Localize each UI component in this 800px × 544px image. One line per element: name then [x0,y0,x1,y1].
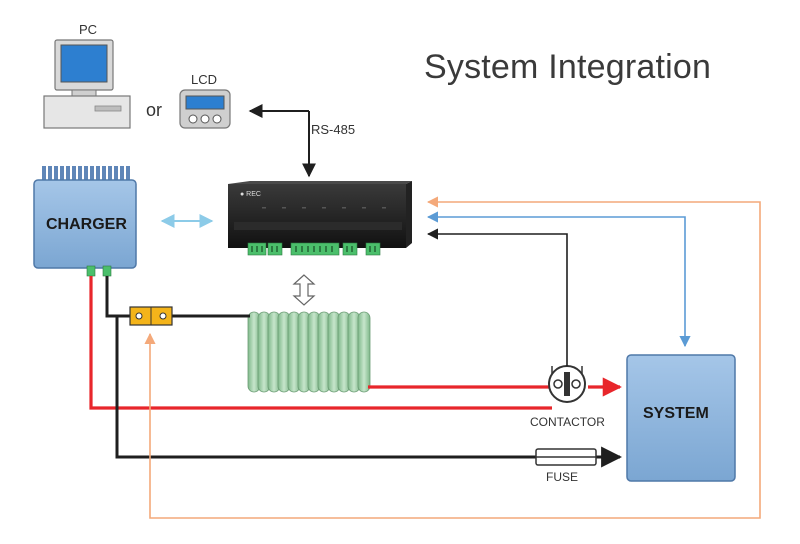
current-sense-line [144,196,761,519]
contactor-label: CONTACTOR [530,415,605,429]
contactor-control-line [426,228,568,366]
bms-pack-arrow [292,274,316,306]
pc-label: PC [79,22,98,37]
red-positive-wires [89,276,622,410]
pc-icon [43,39,131,129]
charger-label: CHARGER [46,216,127,233]
system-label: SYSTEM [643,405,709,422]
bms-brand: ● REC [240,191,261,198]
bms-unit-icon: ● REC [228,181,412,256]
battery-pack [247,311,371,393]
lcd-icon [179,89,231,129]
system-signal-line [426,211,691,348]
rs485-link [248,104,316,178]
fuse-label: FUSE [546,470,579,484]
shunt-icon [129,306,173,326]
fuse-icon [535,448,597,466]
charger-box [33,166,137,277]
page-title: System Integration [424,48,712,86]
lcd-label: LCD [191,72,218,87]
contactor-icon [548,365,586,403]
or-label: or [146,100,163,120]
rs485-label: RS-485 [311,122,356,137]
system-box [626,354,736,482]
